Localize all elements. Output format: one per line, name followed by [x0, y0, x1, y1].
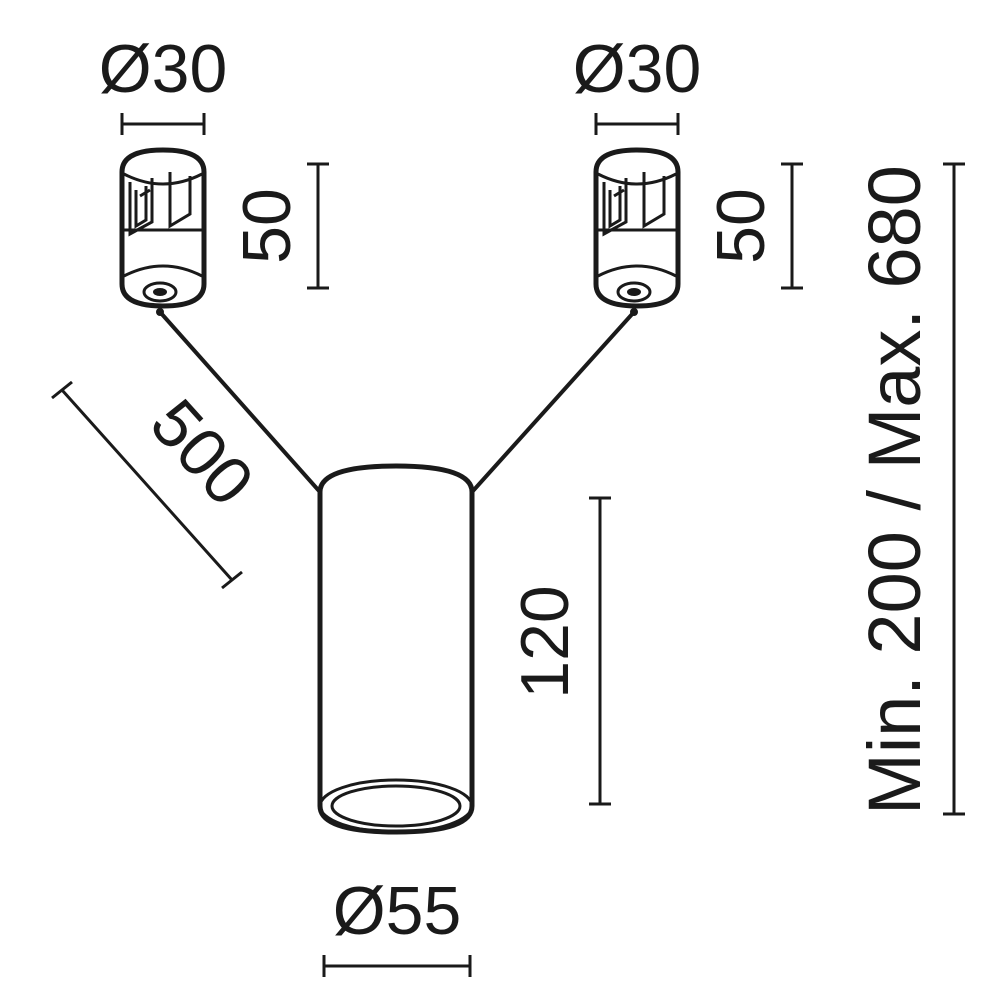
suspension-range-label: Min. 200 / Max. 680	[853, 165, 936, 815]
right-canopy-height-dimension: 50	[703, 162, 803, 290]
right-canopy	[593, 147, 681, 316]
left-canopy-height-dimension: 50	[229, 162, 329, 290]
cable-length-dimension: 500	[51, 380, 268, 590]
lamp-body	[317, 463, 475, 835]
cable-length-label: 500	[136, 385, 268, 520]
right-canopy-diameter-dimension: Ø30	[573, 31, 702, 135]
right-canopy-height-label: 50	[703, 188, 779, 264]
left-canopy-diameter-label: Ø30	[99, 31, 228, 107]
body-diameter-label: Ø55	[333, 873, 462, 949]
right-canopy-diameter-label: Ø30	[573, 31, 702, 107]
body-height-label: 120	[507, 585, 583, 698]
left-canopy	[119, 147, 207, 316]
left-cable	[158, 310, 322, 494]
left-canopy-height-label: 50	[229, 188, 305, 264]
body-diameter-dimension: Ø55	[322, 873, 472, 977]
suspension-range-dimension: Min. 200 / Max. 680	[853, 162, 965, 816]
left-canopy-diameter-dimension: Ø30	[99, 31, 228, 135]
body-height-dimension: 120	[507, 496, 611, 806]
right-cable	[470, 310, 636, 494]
